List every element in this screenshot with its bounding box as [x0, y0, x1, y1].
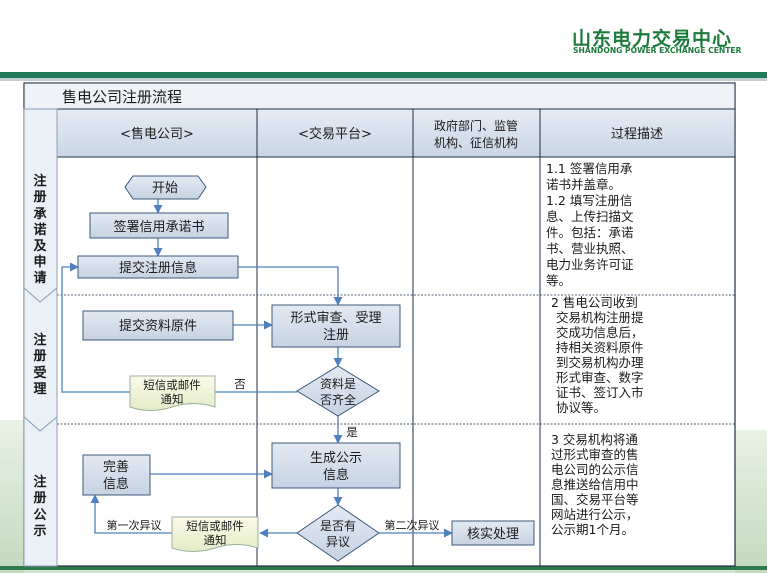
edge-label-first-objection: 第一次异议 [107, 518, 162, 532]
decision-objection-line1: 是否有 [320, 519, 356, 533]
stage-1-char: 诺 [33, 222, 46, 238]
description-line: 过形式审查的售 [551, 447, 639, 462]
form-review-label-line1: 形式审查、受理 [290, 311, 381, 326]
improve-info-box [82, 454, 151, 496]
background-right-decoration [735, 430, 767, 573]
description-stage-3: 3 交易机构将通 过形式审查的售 电公司的公示信 息推送给信用中 国、交易平台等… [551, 432, 639, 537]
submit-info-label: 提交注册信息 [119, 260, 197, 276]
edge-label-yes: 是 [346, 425, 358, 439]
description-stage-2: 2 售电公司收到 交易机构注册提 交成功信息后， 持相关资料原件 到交易机构办理… [551, 295, 644, 415]
submit-info-box [77, 255, 239, 279]
description-line: 网站进行公示， [551, 507, 639, 522]
sms-notice-1-line2: 通知 [161, 392, 184, 406]
objection-decision [296, 504, 380, 562]
sms-notice-2-line1: 短信或邮件 [186, 519, 244, 533]
stage-3-char: 册 [33, 491, 46, 506]
sign-commitment-label: 签署信用承诺书 [113, 219, 204, 235]
sign-commitment-box [89, 212, 229, 239]
form-review-box [271, 304, 401, 348]
improve-info-line1: 完善 [103, 459, 129, 475]
stage-3-chevron [23, 415, 58, 567]
sms-notice-1 [129, 375, 216, 411]
sms-notice-2 [171, 516, 259, 552]
description-line: 持相关资料原件 [556, 340, 644, 355]
verify-processing-box [451, 520, 535, 546]
description-line: 诺书并盖章。 [546, 177, 621, 192]
decision-complete-line2: 否齐全 [320, 392, 356, 407]
form-review-label-line2: 注册 [323, 328, 349, 343]
stage-2-char: 受 [33, 365, 46, 381]
stage-1-char: 请 [33, 270, 46, 286]
column-header-company: <售电公司> [120, 126, 194, 142]
background-left-decoration [0, 420, 24, 573]
decision-objection-line2: 异议 [326, 535, 350, 549]
documents-complete-decision [296, 365, 380, 417]
description-line: 2 售电公司收到 [551, 295, 638, 310]
header-row [56, 108, 736, 158]
stage-2-char: 注 [33, 332, 46, 348]
description-line: 等。 [546, 273, 571, 288]
stage-1-char: 册 [33, 190, 46, 205]
description-line: 到交易机构办理 [556, 355, 644, 370]
decision-complete-line1: 资料是 [320, 377, 356, 391]
generate-publicity-line1: 生成公示 [310, 451, 362, 466]
description-line: 1.1 签署信用承 [546, 161, 633, 176]
description-line: 协议等。 [556, 400, 606, 415]
description-line: 件。包括：承诺 [546, 225, 634, 240]
submit-docs-box [82, 310, 234, 341]
description-line: 电力业务许可证 [546, 257, 634, 272]
description-line: 交易机构注册提 [556, 310, 644, 325]
stage-2-char: 理 [33, 382, 46, 397]
column-header-description: 过程描述 [611, 127, 663, 142]
sms-notice-2-line2: 通知 [204, 533, 227, 547]
diagram-title: 售电公司注册流程 [62, 88, 182, 106]
brand-name-en: SHANDONG POWER EXCHANGE CENTER [573, 46, 742, 55]
description-line: 息推送给信用中 [551, 477, 639, 492]
title-row [23, 82, 736, 110]
stage-3-char: 示 [33, 524, 46, 539]
improve-info-line2: 信息 [103, 476, 129, 492]
description-line: 3 交易机构将通 [551, 432, 638, 447]
sms-notice-1-line1: 短信或邮件 [143, 378, 201, 392]
description-line: 息、上传扫描文 [546, 209, 634, 224]
column-header-gov-line1: 政府部门、监管 [434, 118, 518, 133]
column-header-platform: <交易平台> [298, 126, 372, 142]
start-node [124, 175, 207, 200]
column-header-gov-line2: 机构、征信机构 [434, 135, 518, 150]
description-line: 书、营业执照、 [546, 241, 634, 256]
stage-column [23, 108, 58, 567]
stage-1-char: 注 [33, 173, 46, 189]
brand-name-cn: 山东电力交易中心 [572, 28, 733, 50]
description-line: 交成功信息后， [556, 325, 644, 340]
edge-label-no: 否 [234, 377, 246, 391]
stage-1-char: 承 [33, 207, 46, 222]
edge-label-second-objection: 第二次异议 [385, 518, 440, 532]
generate-publicity-line2: 信息 [323, 467, 349, 483]
submit-docs-label: 提交资料原件 [119, 318, 197, 334]
description-line: 电公司的公示信 [551, 462, 639, 477]
footer-stripe [0, 566, 767, 570]
start-label: 开始 [152, 181, 178, 196]
verify-processing-label: 核实处理 [467, 527, 519, 542]
description-line: 国、交易平台等 [551, 492, 639, 507]
stage-1-char: 及 [33, 239, 47, 254]
description-stage-1: 1.1 签署信用承 诺书并盖章。 1.2 填写注册信 息、上传扫描文 件。包括：… [546, 161, 634, 288]
description-line: 证书、签订入市 [556, 385, 644, 400]
header-stripe-gray [0, 78, 767, 81]
generate-publicity-box [271, 442, 401, 489]
description-line: 公示期1个月。 [551, 522, 634, 537]
stage-2-char: 册 [33, 349, 46, 364]
description-line: 1.2 填写注册信 [546, 193, 632, 208]
description-line: 形式审查、数字 [556, 370, 644, 385]
stage-3-char: 注 [33, 474, 46, 490]
stage-3-char: 公 [33, 508, 46, 523]
header-stripe [0, 72, 767, 78]
stage-1-char: 申 [33, 254, 46, 270]
